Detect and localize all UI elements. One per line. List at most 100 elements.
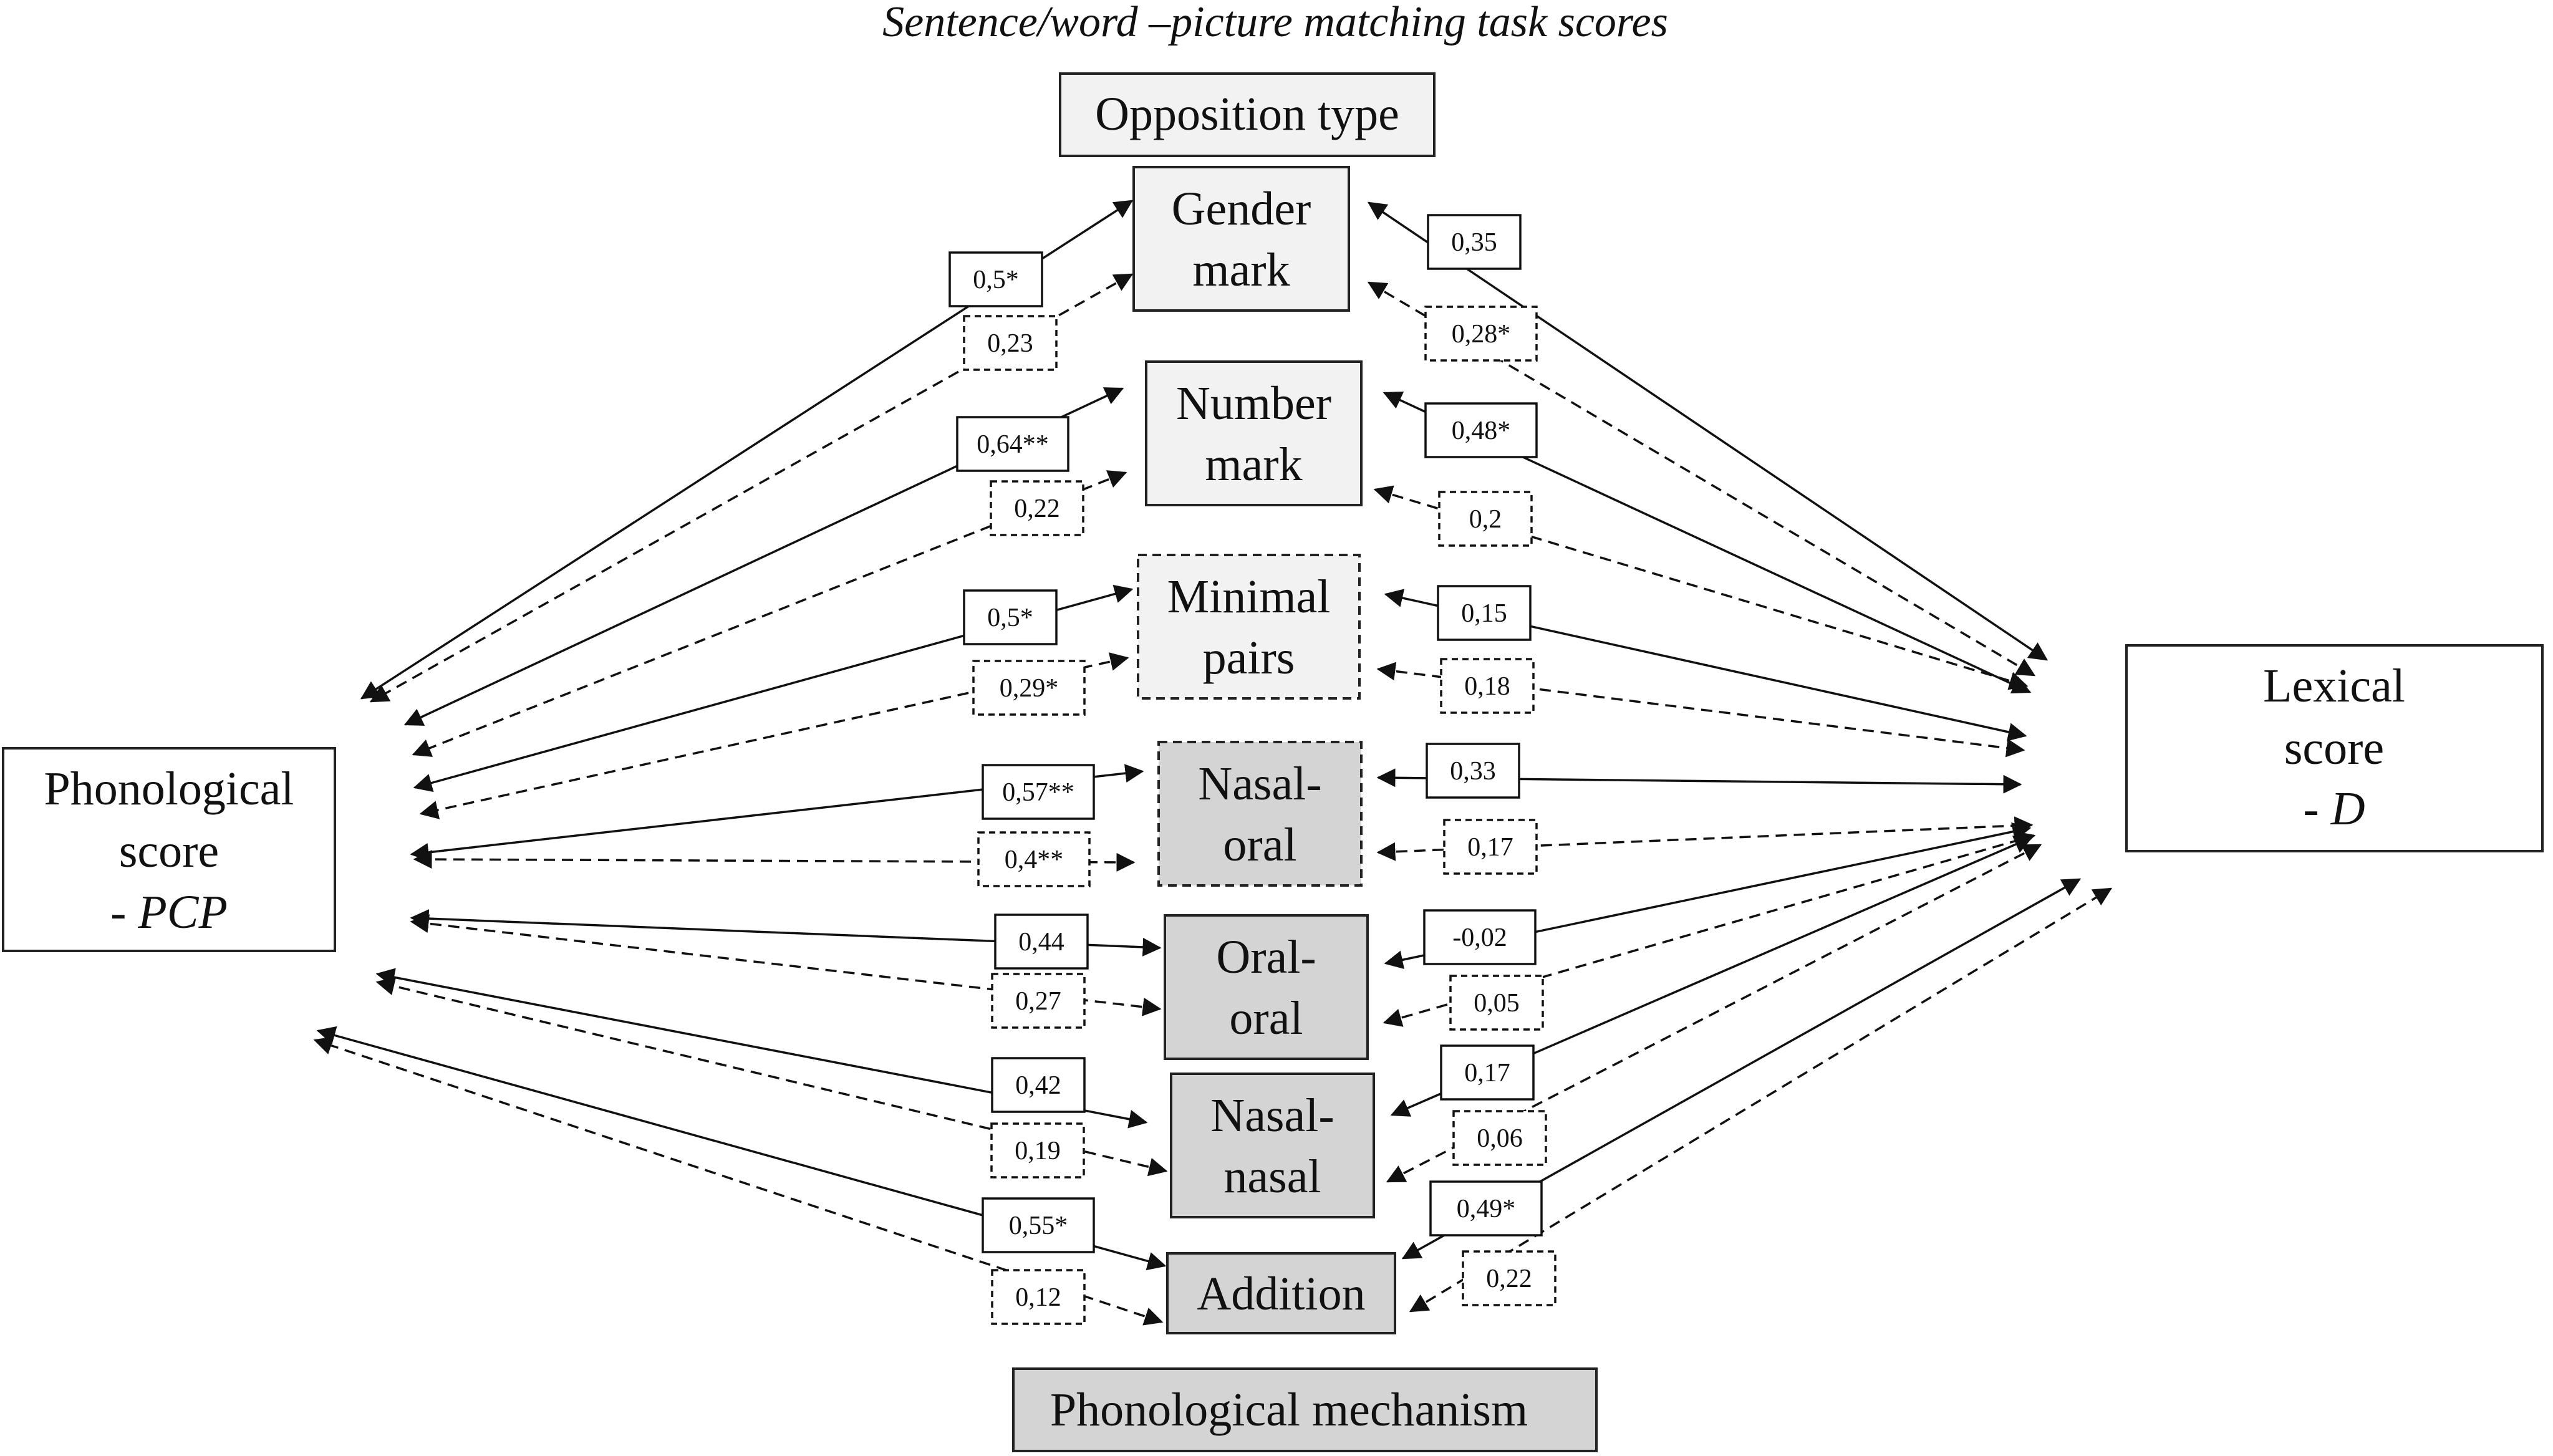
lexical-score-emph: D xyxy=(2330,783,2365,835)
node-label-line: pairs xyxy=(1203,632,1295,684)
edge-label-minimal-left-solid: 0,5* xyxy=(963,589,1058,645)
node-gender: Gender mark xyxy=(1132,166,1350,312)
node-label-line: Gender xyxy=(1172,183,1311,235)
edge-label-box xyxy=(982,764,1095,820)
edge-label-nasal-nasal-left-dashed: 0,19 xyxy=(990,1122,1085,1179)
edge-label-oral-oral-left-dashed: 0,27 xyxy=(991,973,1086,1029)
node-addition: Addition xyxy=(1166,1252,1396,1334)
phonological-score-line3: - PCP xyxy=(110,886,228,938)
edge-label-box xyxy=(963,315,1058,371)
edge-label-nasal-oral-left-dashed: 0,4** xyxy=(977,831,1091,887)
edge-label-box xyxy=(994,914,1089,970)
edge-addition-right-dashed xyxy=(1409,887,2113,1313)
node-nasal-oral: Nasal-oral xyxy=(1157,741,1363,887)
node-label-line: nasal xyxy=(1223,1150,1321,1203)
edge-label-text: 0,57** xyxy=(1002,778,1074,807)
edge-label-minimal-left-dashed: 0,29* xyxy=(972,660,1086,716)
diagram-title: Sentence/word –picture matching task sco… xyxy=(882,0,1668,46)
phonological-score-prefix: - xyxy=(110,886,138,938)
lexical-score-prefix: - xyxy=(2303,783,2330,835)
edge-label-minimal-right-dashed: 0,18 xyxy=(1440,658,1535,714)
labels-layer: 0,5*0,230,350,28*0,64**0,220,48*0,20,5*0… xyxy=(948,214,1556,1325)
edge-label-text: 0,23 xyxy=(987,329,1033,358)
node-box xyxy=(1170,1073,1375,1218)
node-oral-oral: Oral-oral xyxy=(1164,914,1369,1060)
edge-label-oral-oral-left-solid: 0,44 xyxy=(994,914,1089,970)
edge-label-box xyxy=(1426,743,1520,799)
lexical-score-line2: score xyxy=(2284,722,2384,774)
node-label-line: Oral- xyxy=(1216,931,1316,983)
node-box xyxy=(1164,914,1369,1060)
node-nasal-nasal: Nasal-nasal xyxy=(1170,1073,1375,1218)
edge-label-nasal-oral-left-solid: 0,57** xyxy=(982,764,1095,820)
edge-label-text: 0,22 xyxy=(1014,494,1060,523)
edge-label-addition-right-solid: 0,49* xyxy=(1429,1180,1543,1237)
opposition-type-label: Opposition type xyxy=(1095,88,1399,140)
edge-label-addition-left-solid: 0,55* xyxy=(982,1197,1095,1253)
edge-label-nasal-nasal-right-solid: 0,17 xyxy=(1440,1044,1535,1101)
edge-label-text: 0,4** xyxy=(1005,846,1064,874)
phonological-score-emph: PCP xyxy=(137,886,228,938)
node-label-line: Nasal- xyxy=(1198,758,1321,810)
edge-label-box xyxy=(991,1057,1086,1113)
phonological-score-node: Phonological score - PCP xyxy=(2,747,336,952)
edge-label-box xyxy=(1438,491,1533,547)
nodes-layer: GendermarkNumbermarkMinimalpairsNasal-or… xyxy=(1132,166,1396,1334)
edge-label-box xyxy=(972,660,1086,716)
phonological-score-line1: Phonological xyxy=(44,763,294,815)
edge-label-text: 0,5* xyxy=(973,266,1019,294)
edge-label-text: 0,48* xyxy=(1452,417,1511,445)
edge-label-box xyxy=(990,1122,1085,1179)
edge-label-gender-left-dashed: 0,23 xyxy=(963,315,1058,371)
edge-label-text: 0,42 xyxy=(1015,1071,1061,1100)
edge-label-number-left-dashed: 0,22 xyxy=(990,480,1084,536)
edge-label-gender-left-solid: 0,5* xyxy=(948,251,1043,307)
edge-label-box xyxy=(982,1197,1095,1253)
node-box xyxy=(1132,166,1350,312)
lexical-score-line3: - D xyxy=(2303,783,2365,835)
edge-label-text: 0,55* xyxy=(1009,1212,1068,1240)
edge-label-box xyxy=(1429,1180,1543,1237)
edge-label-text: 0,17 xyxy=(1467,833,1513,862)
edge-label-box xyxy=(1443,819,1538,875)
edge-label-text: 0,19 xyxy=(1015,1137,1061,1165)
lexical-score-node: Lexical score - D xyxy=(2125,644,2544,852)
edge-label-number-right-solid: 0,48* xyxy=(1424,402,1538,458)
edge-label-number-right-dashed: 0,2 xyxy=(1438,491,1533,547)
edge-label-text: 0,33 xyxy=(1450,757,1496,786)
edge-nasal-oral-left-dashed xyxy=(413,850,1136,872)
edge-label-text: 0,22 xyxy=(1486,1265,1532,1293)
edge-label-box xyxy=(956,416,1069,472)
edge-label-box xyxy=(1462,1250,1556,1306)
edge-label-box xyxy=(1423,909,1537,965)
edge-label-text: 0,06 xyxy=(1477,1124,1523,1153)
edge-label-addition-right-dashed: 0,22 xyxy=(1462,1250,1556,1306)
edge-label-nasal-oral-right-dashed: 0,17 xyxy=(1443,819,1538,875)
edge-label-text: 0,49* xyxy=(1457,1195,1516,1223)
edge-label-box xyxy=(991,1269,1086,1325)
edge-label-nasal-nasal-right-dashed: 0,06 xyxy=(1452,1110,1547,1166)
node-label-line: Addition xyxy=(1197,1268,1365,1320)
edge-label-text: -0,02 xyxy=(1452,923,1507,952)
edge-label-nasal-nasal-left-solid: 0,42 xyxy=(991,1057,1086,1113)
node-box xyxy=(1166,1252,1396,1334)
edge-label-minimal-right-solid: 0,15 xyxy=(1437,585,1532,641)
edge-label-text: 0,29* xyxy=(1000,674,1059,703)
edge-label-text: 0,27 xyxy=(1015,987,1061,1016)
node-label-line: Nasal- xyxy=(1210,1089,1334,1142)
edge-label-box xyxy=(1449,975,1544,1031)
node-label-line: mark xyxy=(1205,438,1302,491)
node-label-line: mark xyxy=(1192,244,1290,296)
edge-label-oral-oral-right-solid: -0,02 xyxy=(1423,909,1537,965)
edge-label-text: 0,5* xyxy=(987,604,1033,632)
edge-label-box xyxy=(1424,306,1538,362)
edge-label-addition-left-dashed: 0,12 xyxy=(991,1269,1086,1325)
edge-label-box xyxy=(977,831,1091,887)
edge-label-gender-right-solid: 0,35 xyxy=(1427,214,1522,270)
edge-label-text: 0,12 xyxy=(1015,1283,1061,1312)
edge-label-box xyxy=(990,480,1084,536)
edge-label-number-left-solid: 0,64** xyxy=(956,416,1069,472)
